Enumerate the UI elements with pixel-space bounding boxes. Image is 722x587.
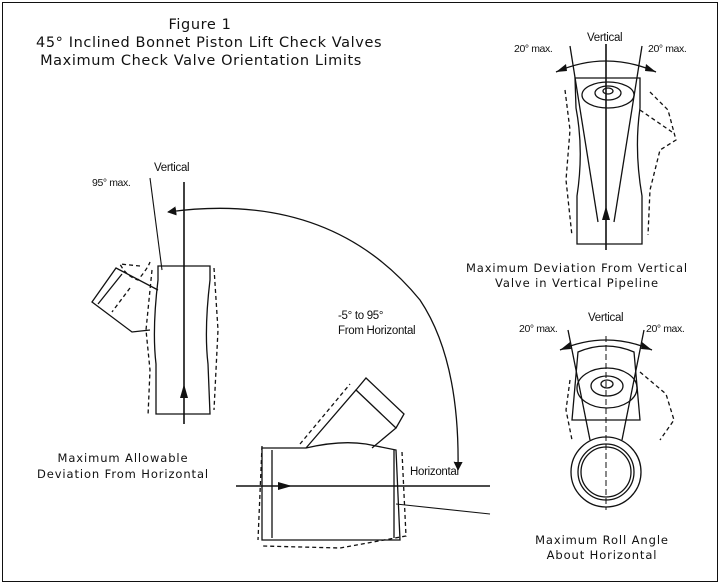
left-limit-label-roll: 20° max. xyxy=(519,323,558,335)
figure-border xyxy=(2,2,718,582)
vertical-view-caption-line1: Maximum Deviation From Vertical xyxy=(465,261,689,275)
range-label-line1: -5° to 95° xyxy=(338,310,384,322)
figure-number: Figure 1 xyxy=(168,17,232,33)
horizontal-valve xyxy=(236,377,491,549)
roll-angle-valve xyxy=(559,329,675,510)
figure-title-line2: Maximum Check Valve Orientation Limits xyxy=(40,53,362,69)
vertical-label-top: Vertical xyxy=(587,32,623,44)
right-limit-label-roll: 20° max. xyxy=(646,323,685,335)
horizontal-label: Horizontal xyxy=(410,466,459,478)
figure-title-line1: 45° Inclined Bonnet Piston Lift Check Va… xyxy=(36,35,383,51)
horizontal-view-caption-line2: Deviation From Horizontal xyxy=(36,467,210,481)
left-limit-label-top: 20° max. xyxy=(514,43,553,55)
right-limit-label-top: 20° max. xyxy=(648,43,687,55)
vertical-view-caption-line2: Valve in Vertical Pipeline xyxy=(495,276,659,290)
orientation-sweep-arc xyxy=(167,206,463,471)
range-label-line2: From Horizontal xyxy=(338,325,416,337)
horizontal-view-caption-line1: Maximum Allowable xyxy=(57,451,189,465)
roll-view-caption-line1: Maximum Roll Angle xyxy=(535,533,669,547)
angle-limit-label: 95° max. xyxy=(92,177,131,189)
upright-valve xyxy=(91,177,219,424)
vertical-label-roll: Vertical xyxy=(588,312,624,324)
roll-view-caption-line2: About Horizontal xyxy=(546,548,658,562)
vertical-pipeline-valve xyxy=(555,44,677,250)
vertical-label-left: Vertical xyxy=(154,162,190,174)
